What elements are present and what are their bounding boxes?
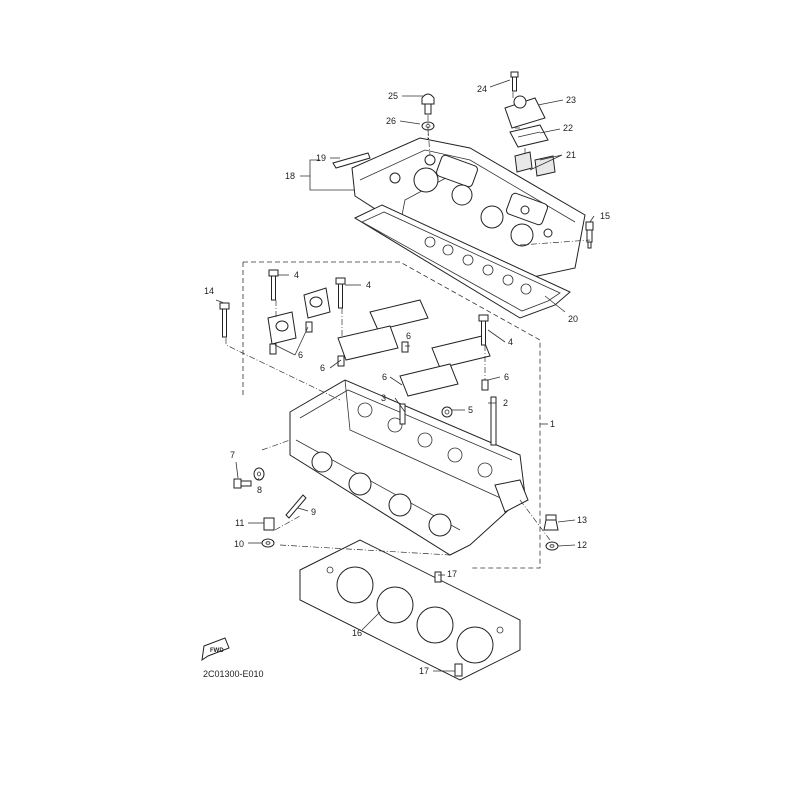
callout-19: 19: [316, 153, 326, 163]
breather-cover[interactable]: [504, 95, 546, 129]
head-gasket[interactable]: [299, 539, 521, 681]
callout-6: 6: [504, 372, 509, 382]
bolt-14[interactable]: [219, 302, 230, 338]
bolt-24[interactable]: [510, 71, 519, 92]
callout-9: 9: [311, 507, 316, 517]
camshaft-cap-left[interactable]: [267, 311, 297, 345]
callout-21: 21: [566, 150, 576, 160]
cylinder-head[interactable]: [289, 379, 529, 556]
camshaft-cap-4[interactable]: [399, 363, 459, 397]
callout-16: 16: [352, 628, 362, 638]
callout-11: 11: [235, 518, 244, 528]
callout-18: 18: [285, 171, 295, 181]
fwd-arrow-icon: FWD: [201, 637, 230, 662]
fwd-label: FWD: [210, 648, 224, 654]
callout-17: 17: [447, 569, 457, 579]
callout-13: 13: [577, 515, 587, 525]
bolt-4-left[interactable]: [268, 269, 279, 301]
reed-valves[interactable]: [514, 151, 556, 177]
part-19-plate[interactable]: [332, 152, 371, 169]
callout-1: 1: [550, 419, 555, 429]
camshaft-cap-left-2[interactable]: [303, 287, 331, 319]
callout-22: 22: [563, 123, 573, 133]
washer-10[interactable]: [261, 538, 275, 548]
dowel-pins[interactable]: [269, 321, 489, 391]
bolt-4-right[interactable]: [478, 314, 489, 346]
stud-9[interactable]: [285, 494, 307, 519]
cover-gasket[interactable]: [353, 204, 571, 319]
stud-3[interactable]: [399, 403, 406, 425]
camshaft-cap-1[interactable]: [369, 299, 429, 331]
callout-10: 10: [234, 539, 244, 549]
callout-6: 6: [320, 363, 325, 373]
spark-plug[interactable]: [585, 221, 594, 249]
bolt-4-mid[interactable]: [335, 277, 346, 309]
cap-25[interactable]: [421, 93, 435, 115]
leader-lines: [215, 79, 595, 672]
camshaft-cap-3[interactable]: [431, 335, 491, 369]
callout-17: 17: [419, 666, 429, 676]
plug-5[interactable]: [441, 406, 453, 418]
callout-7: 7: [230, 450, 235, 460]
reference-code: 2C01300-E010: [203, 669, 264, 679]
callout-25: 25: [388, 91, 398, 101]
callout-4: 4: [294, 270, 299, 280]
callout-5: 5: [468, 405, 473, 415]
dowel-17-bottom[interactable]: [454, 663, 463, 677]
callout-6: 6: [298, 350, 303, 360]
camshaft-cap-2[interactable]: [337, 325, 399, 361]
callout-15: 15: [600, 211, 610, 221]
washer-12[interactable]: [545, 541, 559, 551]
callout-6: 6: [406, 331, 411, 341]
breather-plate[interactable]: [509, 124, 549, 148]
assembly-boundary: [242, 261, 541, 569]
bolt-7[interactable]: [233, 478, 252, 489]
callout-labels: 1 2 3 4 4 4 5 6 6 6 6 6 7 8 9 10 11 12 1…: [204, 84, 610, 676]
callout-12: 12: [577, 540, 587, 550]
nut-11[interactable]: [263, 517, 275, 531]
callout-24: 24: [477, 84, 487, 94]
dowel-17-top[interactable]: [434, 571, 442, 583]
callout-8: 8: [257, 485, 262, 495]
callout-26: 26: [386, 116, 396, 126]
callout-14: 14: [204, 286, 214, 296]
callout-4: 4: [508, 337, 513, 347]
callout-2: 2: [503, 398, 508, 408]
callout-3: 3: [381, 393, 386, 403]
stud-2[interactable]: [490, 396, 497, 446]
nut-13[interactable]: [543, 514, 559, 531]
callout-20: 20: [568, 314, 578, 324]
callout-6: 6: [382, 372, 387, 382]
callout-4: 4: [366, 280, 371, 290]
callout-23: 23: [566, 95, 576, 105]
cylinder-head-cover[interactable]: [351, 137, 586, 283]
washer-8[interactable]: [253, 467, 265, 481]
